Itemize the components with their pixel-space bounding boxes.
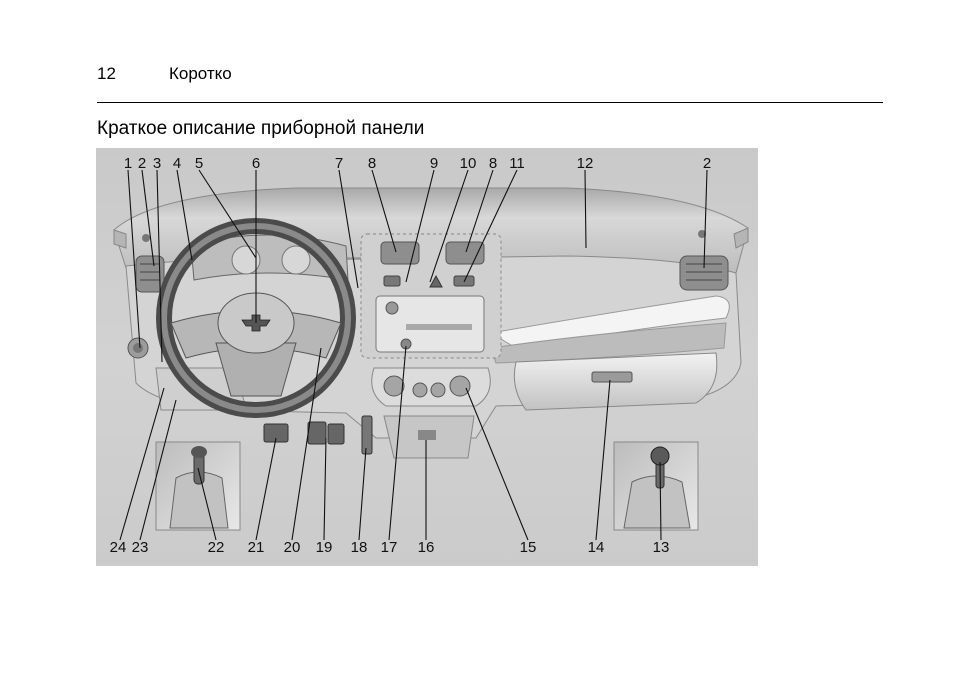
callout-20: 20 [284, 539, 301, 556]
callout-13: 13 [653, 539, 670, 556]
callout-10: 10 [460, 155, 477, 172]
page-header: 12 Коротко [97, 64, 883, 104]
dashboard-drawing: 1 2 3 4 5 6 7 8 9 10 8 11 12 2 24 23 22 … [96, 148, 758, 566]
callout-11: 11 [509, 155, 525, 172]
callout-1: 1 [124, 155, 132, 172]
callout-6: 6 [252, 155, 260, 172]
callout-4: 4 [173, 155, 181, 172]
callout-8b: 8 [489, 155, 497, 172]
callout-12: 12 [577, 155, 594, 172]
callout-2: 2 [138, 155, 146, 172]
callout-19: 19 [316, 539, 333, 556]
callout-9: 9 [430, 155, 438, 172]
callout-14: 14 [588, 539, 605, 556]
callout-7: 7 [335, 155, 343, 172]
callout-21: 21 [248, 539, 265, 556]
callout-3: 3 [153, 155, 161, 172]
section-name: Коротко [169, 64, 232, 83]
callout-8: 8 [368, 155, 376, 172]
callout-5: 5 [195, 155, 203, 172]
callout-18: 18 [351, 539, 368, 556]
callout-24: 24 [110, 539, 127, 556]
page-title: Краткое описание приборной панели [97, 118, 425, 139]
callout-2b: 2 [703, 155, 711, 172]
page-number: 12 [97, 64, 116, 83]
dashboard-illustration: 1 2 3 4 5 6 7 8 9 10 8 11 12 2 24 23 22 … [96, 148, 758, 566]
callout-22: 22 [208, 539, 225, 556]
callout-17: 17 [381, 539, 398, 556]
callout-15: 15 [520, 539, 537, 556]
header-divider [97, 102, 883, 103]
callout-23: 23 [132, 539, 149, 556]
callout-16: 16 [418, 539, 435, 556]
